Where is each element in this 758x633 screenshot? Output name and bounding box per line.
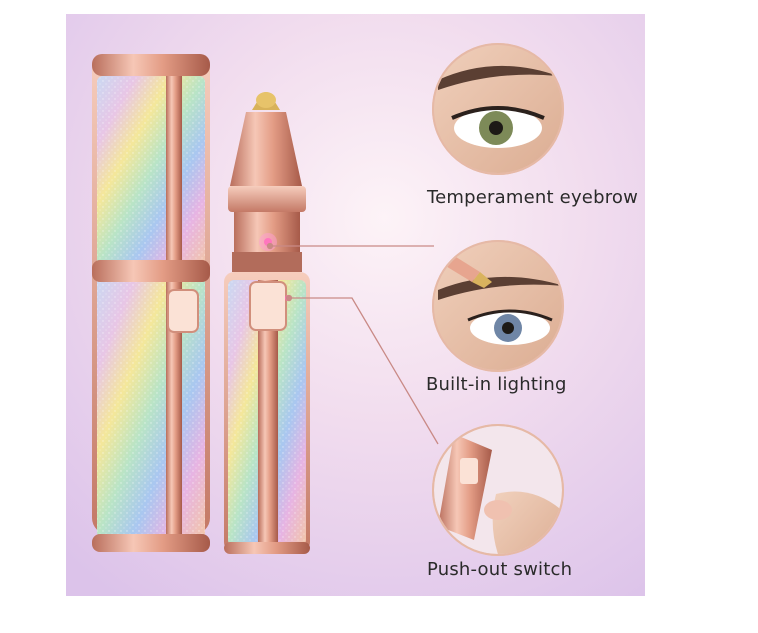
leader-lines [266, 242, 439, 445]
product-photo [66, 14, 645, 596]
eye-trimming-icon [432, 240, 564, 372]
trimmer-with-cap [92, 54, 210, 552]
feature-label-eyebrow: Temperament eyebrow [427, 187, 639, 208]
feature-label-lighting: Built-in lighting [426, 374, 567, 395]
trimmer-open [224, 92, 310, 554]
feature-label-switch: Push-out switch [427, 559, 573, 580]
push-switch-icon [432, 424, 564, 556]
eyebrow-closeup-icon [432, 43, 564, 175]
